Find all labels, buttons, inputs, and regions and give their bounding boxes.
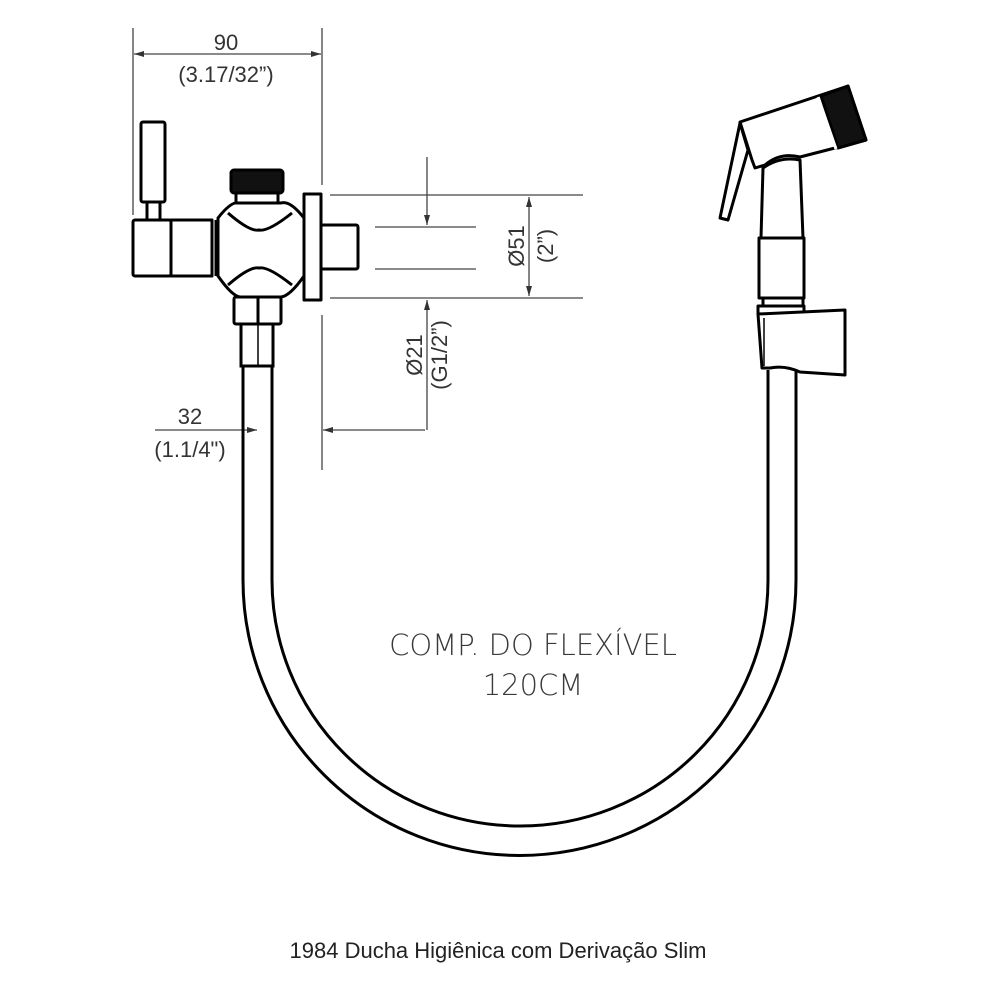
width-mm-label: 90 bbox=[214, 30, 238, 55]
flange-diameter-in-label: (2”) bbox=[533, 229, 558, 263]
offset-mm-label: 32 bbox=[178, 404, 202, 429]
product-caption: 1984 Ducha Higiênica com Derivação Slim bbox=[290, 938, 707, 963]
flexible-hose bbox=[239, 322, 798, 857]
thread-diameter-mm-label: Ø21 bbox=[402, 334, 427, 376]
width-dimension bbox=[132, 28, 323, 470]
thread-diameter-in-label: (G1/2”) bbox=[427, 320, 452, 390]
hand-sprayer bbox=[718, 84, 868, 377]
offset-in-label: (1.1/4") bbox=[154, 437, 225, 462]
flange-dimension-lines bbox=[330, 157, 583, 430]
diverter-valve bbox=[131, 120, 360, 326]
hose-length-value: 120CM bbox=[483, 668, 584, 702]
flange-diameter-mm-label: Ø51 bbox=[504, 225, 529, 267]
width-in-label: (3.17/32”) bbox=[178, 62, 273, 87]
hose-length-label: COMP. DO FLEXÍVEL bbox=[389, 628, 677, 662]
